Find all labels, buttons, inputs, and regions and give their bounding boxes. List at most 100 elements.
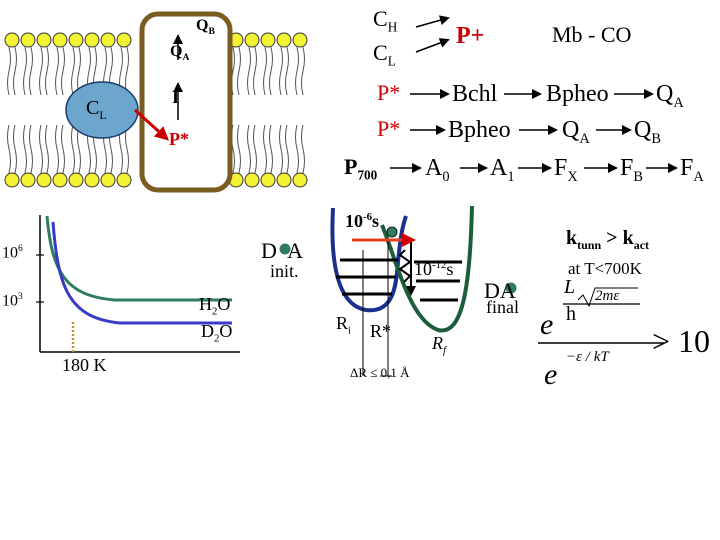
lipid-tail: [247, 124, 251, 174]
lipid-head: [276, 172, 292, 188]
row2-bchl: Bchl: [452, 81, 498, 107]
membrane-pstar-label: P*: [169, 129, 189, 149]
lipid-head: [260, 172, 276, 188]
lipid-head: [116, 32, 132, 48]
rstar-label: R*: [370, 321, 392, 341]
da-init-label: D A: [261, 238, 307, 263]
lipid-head: [260, 32, 276, 48]
time-mid-label: 10-12s: [414, 259, 454, 279]
lipid-head: [292, 172, 308, 188]
lipid-tail: [279, 46, 283, 96]
rf-label: Rf: [432, 333, 446, 357]
lipid-tail: [61, 124, 65, 174]
lipid-tail: [125, 124, 129, 174]
formula-e-top: e: [540, 308, 554, 341]
delta-r-label: ΔR ≤ 0,1 Å: [350, 365, 410, 380]
row3-pstar: P*: [377, 116, 401, 141]
lipid-tail: [71, 46, 75, 96]
da-dot: [279, 243, 291, 255]
lipid-head: [4, 172, 20, 188]
lipid-tail: [285, 46, 289, 96]
formula-exp-bottom: −ε / kT: [566, 349, 609, 365]
row2-pstar: P*: [377, 80, 401, 105]
lipid-tail: [13, 124, 17, 174]
tunneling-zigzag: [398, 249, 412, 283]
d2o-label: D2O: [201, 321, 233, 345]
lipid-tail: [295, 46, 299, 96]
init-label: init.: [270, 261, 299, 281]
crossing-dot: [386, 226, 398, 238]
arrow-cl-to-pplus: [415, 38, 450, 53]
lipid-tail: [55, 46, 59, 96]
lipid-head: [52, 32, 68, 48]
row3-qa: QA: [562, 117, 590, 147]
temperature-condition: at T<700K: [568, 259, 642, 278]
lipid-tail: [55, 124, 59, 174]
y-tick-label-1e3: 103: [2, 291, 23, 310]
tunneling-inequality: ktunn > kact: [566, 227, 650, 252]
arrow-ch-to-pplus: [415, 15, 450, 28]
lipid-head: [100, 32, 116, 48]
y-tick-label-1e6: 106: [2, 243, 23, 262]
lipid-tail: [29, 46, 33, 96]
lipid-tail: [23, 46, 27, 96]
formula-h: h: [566, 303, 576, 325]
lipid-tail: [263, 46, 267, 96]
pplus-label: P+: [456, 23, 485, 49]
row4-p700: P700: [344, 154, 378, 183]
lipid-tail: [13, 46, 17, 96]
row4-fa: FA: [680, 155, 704, 185]
lipid-tail: [295, 124, 299, 174]
row3-qb: QB: [634, 117, 661, 147]
lipid-head: [84, 32, 100, 48]
lipid-tail: [39, 124, 43, 174]
lipid-tail: [7, 46, 11, 96]
lipid-head: [36, 32, 52, 48]
lipid-tail: [71, 124, 75, 174]
lipid-tail: [301, 46, 305, 96]
membrane-qb-label: QB: [196, 17, 215, 38]
row4-a0: A0: [425, 155, 450, 185]
lipid-tail: [285, 124, 289, 174]
lipid-head: [116, 172, 132, 188]
sqrt-symbol: [577, 287, 638, 308]
lipid-head: [36, 172, 52, 188]
lipid-head: [4, 32, 20, 48]
lipid-tail: [61, 46, 65, 96]
lipid-head: [20, 172, 36, 188]
mbco-label: Mb - CO: [552, 22, 632, 47]
lipid-tail: [301, 124, 305, 174]
row3-bpheo: Bpheo: [448, 117, 511, 143]
potential-well-initial: [330, 207, 408, 313]
temperature-marker-label: 180 K: [62, 355, 107, 375]
formula-sqrt-arg: 2mε: [595, 288, 620, 304]
lipid-tail: [253, 124, 257, 174]
time-top-label: 10-6s: [345, 211, 380, 231]
protein-complex: [139, 11, 233, 193]
membrane-qa-label: QA: [170, 43, 190, 64]
lipid-tail: [263, 124, 267, 174]
rate-curve-d2o: [51, 221, 232, 325]
cl-chain-label: CL: [373, 40, 396, 69]
lipid-head: [84, 172, 100, 188]
cl-label: CL: [86, 97, 107, 122]
lipid-tail: [237, 46, 241, 96]
lipid-tail: [39, 46, 43, 96]
lipid-tail: [279, 124, 283, 174]
da-final-label: DA: [484, 278, 516, 303]
lipid-tail: [247, 46, 251, 96]
cl-ellipse: [65, 81, 139, 139]
lipid-head: [276, 32, 292, 48]
lipid-tail: [45, 124, 49, 174]
lipid-tail: [269, 46, 273, 96]
lipid-head: [20, 32, 36, 48]
formula-e-bottom: e: [544, 358, 558, 391]
final-label: final: [486, 297, 519, 317]
lipid-head: [244, 32, 260, 48]
row2-bpheo: Bpheo: [546, 81, 609, 107]
lipid-head: [52, 172, 68, 188]
lipid-bilayer: [4, 32, 308, 188]
row4-fx: FX: [554, 155, 578, 185]
